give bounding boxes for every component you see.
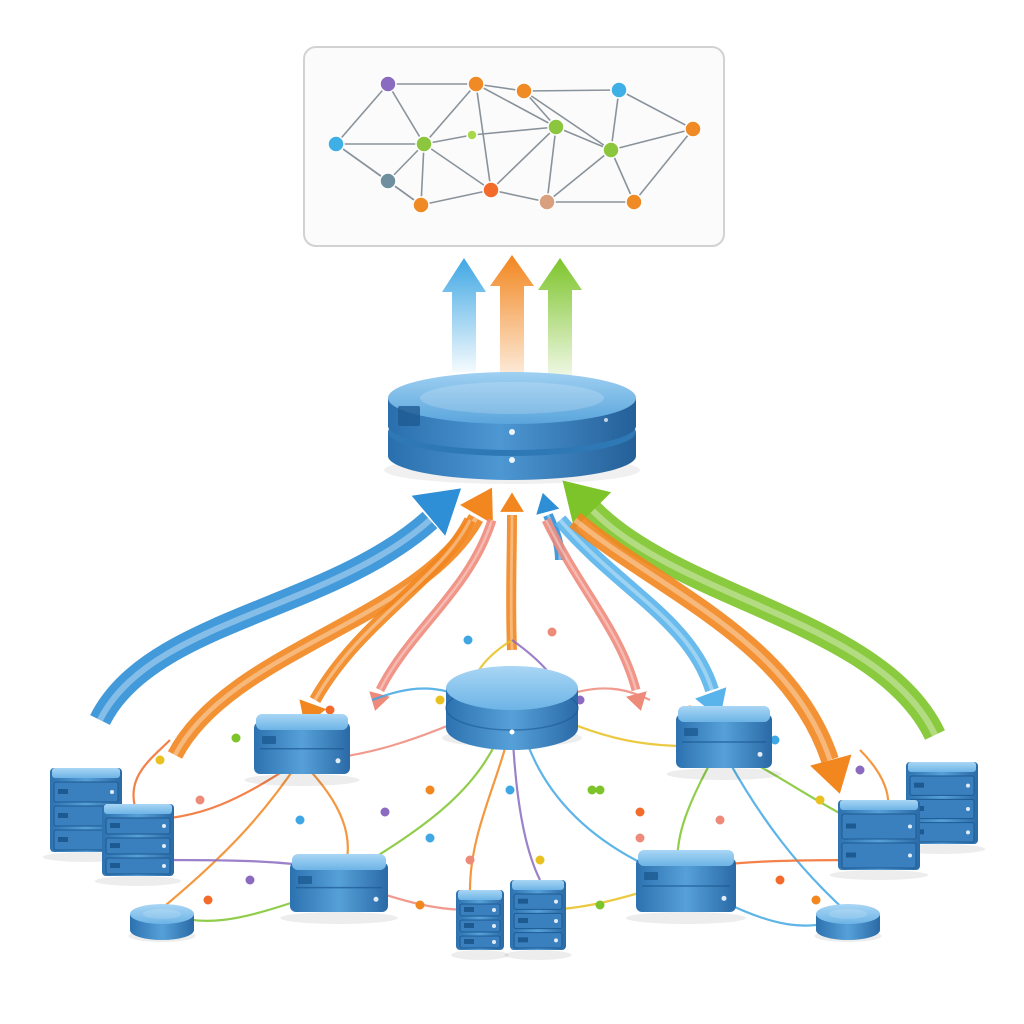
flow-arrow-down-salmon-left [369, 518, 497, 711]
upward-arrow-blue [442, 258, 486, 372]
link-node-dot [425, 833, 435, 843]
link-node-dot [635, 807, 645, 817]
graph-node [625, 193, 643, 211]
server-rack-icon [898, 762, 986, 854]
graph-node [547, 118, 565, 136]
graph-edge [610, 128, 694, 151]
network-devices [42, 666, 986, 960]
graph-edge [471, 126, 557, 136]
graph-edge [475, 83, 557, 128]
graph-edge [633, 128, 694, 203]
server-rack-icon [504, 880, 572, 960]
graph-node [684, 120, 702, 138]
flow-arrow-up-blue-left [90, 488, 462, 726]
graph-nodes [327, 75, 702, 214]
graph-edge [610, 89, 620, 151]
graph-edge [423, 83, 477, 145]
graph-edge [610, 149, 635, 203]
link-node-dot [380, 807, 390, 817]
graph-node [602, 141, 620, 159]
link-node-dot [595, 785, 605, 795]
hub-top [388, 372, 636, 424]
graph-edge [475, 83, 492, 191]
graph-edge [423, 143, 492, 191]
graph-node [466, 129, 478, 141]
graph-edge [335, 83, 389, 145]
graph-panel-frame [303, 46, 725, 247]
link-node-dot [547, 627, 557, 637]
graph-node [515, 82, 533, 100]
server-rack-icon [451, 890, 509, 960]
hub-vent [398, 406, 420, 426]
graph-node [482, 181, 500, 199]
server-icon [666, 706, 782, 780]
link-node-dot [715, 815, 725, 825]
graph-edge [523, 90, 612, 151]
link-node-dot [203, 895, 213, 905]
graph-edge [523, 89, 620, 92]
link-node-dot [635, 833, 645, 843]
graph-node [610, 81, 628, 99]
server-rack-icon [94, 804, 182, 886]
link-node-dot [155, 755, 165, 765]
router-icon [442, 666, 582, 750]
upward-arrows [442, 255, 582, 392]
server-icon [280, 854, 398, 924]
graph-edge [546, 126, 557, 203]
network-link [719, 744, 851, 916]
flow-arrow-down-orange-right [569, 513, 852, 794]
graph-edge [618, 89, 694, 130]
graph-node [379, 75, 397, 93]
hub-led [509, 429, 515, 435]
graph-edge [555, 126, 612, 151]
link-node-dot [595, 900, 605, 910]
flow-arrows [90, 480, 945, 794]
central-server-icon [384, 372, 640, 484]
graph-node [538, 193, 556, 211]
graph-node [412, 196, 430, 214]
link-node-dot [245, 875, 255, 885]
graph-edge [546, 149, 612, 203]
link-node-dot [231, 733, 241, 743]
link-node-dot [811, 895, 821, 905]
link-node-dot [465, 855, 475, 865]
storage-disk-icon [128, 904, 196, 942]
link-node-dot [463, 635, 473, 645]
link-node-dot [425, 785, 435, 795]
link-node-dot [535, 855, 545, 865]
link-node-dot [195, 795, 205, 805]
link-node-dot [587, 785, 597, 795]
graph-edge [420, 143, 425, 206]
link-node-dot [295, 815, 305, 825]
graph-node [379, 172, 397, 190]
link-node-dot [415, 900, 425, 910]
graph-node [327, 135, 345, 153]
link-node-dot [855, 765, 865, 775]
link-node-dot [325, 705, 335, 715]
server-rack-icon [829, 800, 929, 880]
graph-edge [490, 189, 548, 203]
flow-arrow-up-green-right [562, 480, 945, 741]
link-node-dot [775, 875, 785, 885]
server-icon [626, 850, 746, 924]
link-node-dot [770, 735, 780, 745]
upward-arrow-orange [490, 255, 534, 392]
network-link [159, 759, 301, 911]
link-node-dot [505, 785, 515, 795]
link-node-dot [815, 795, 825, 805]
link-node-dot [435, 695, 445, 705]
network-graph-panel [303, 46, 725, 247]
storage-disk-icon [814, 904, 882, 942]
graph-edge [387, 83, 425, 145]
graph-node [467, 75, 485, 93]
upward-arrow-green [538, 258, 582, 386]
graph-edge [420, 189, 492, 206]
flow-arrow-up-orange-center [500, 492, 524, 651]
server-icon [244, 714, 360, 786]
graph-node [415, 135, 433, 153]
graph-edge [490, 126, 557, 191]
